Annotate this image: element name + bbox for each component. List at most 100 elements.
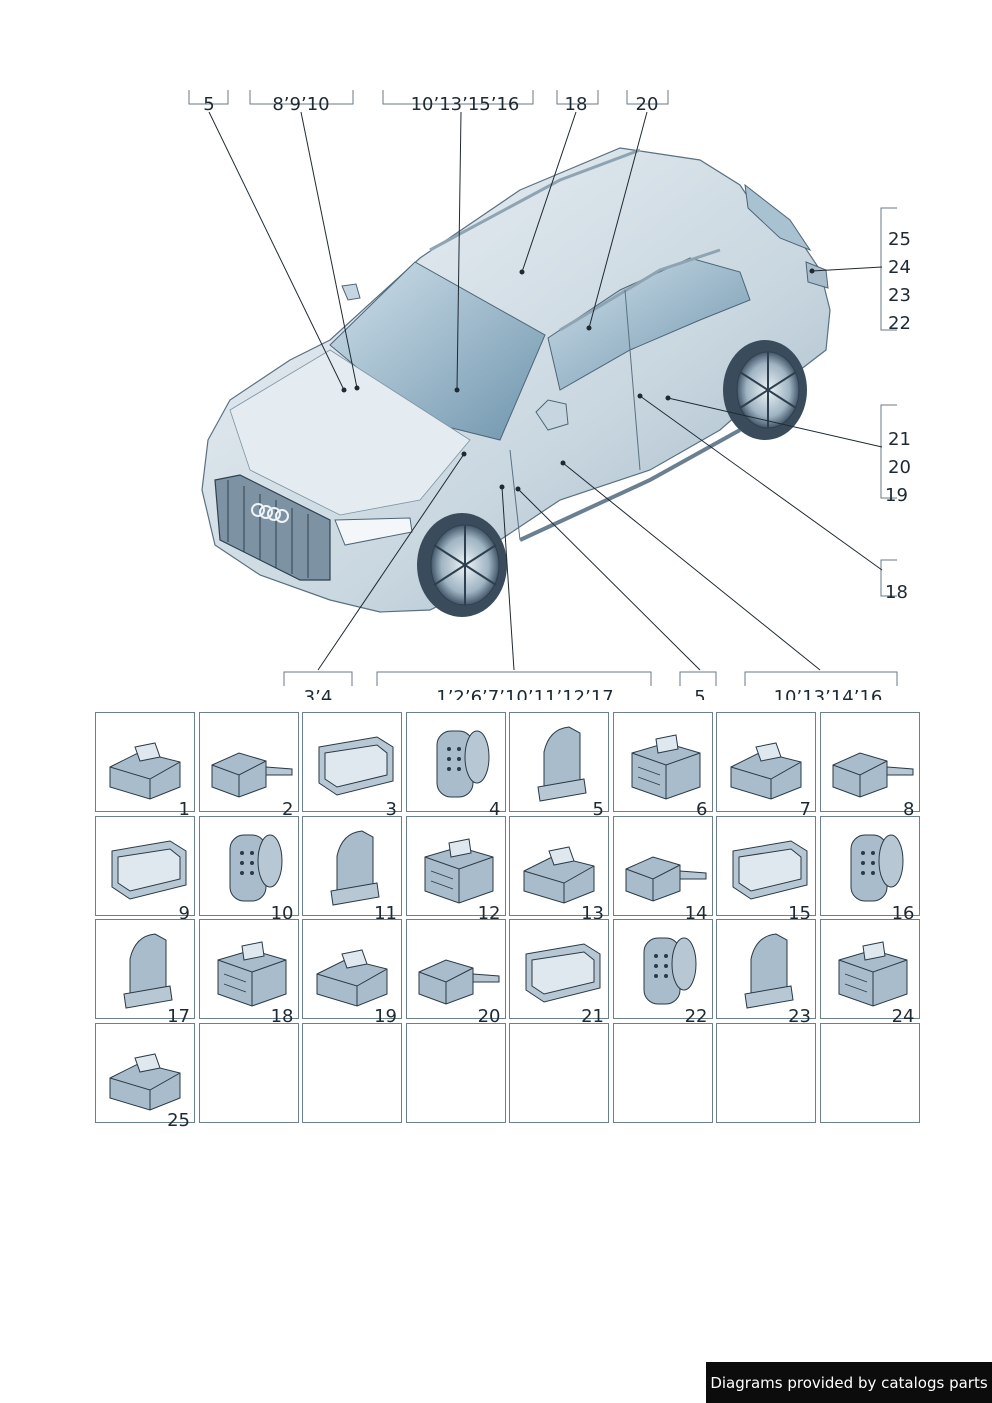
part-number: 19	[374, 1006, 397, 1027]
part-cell-20[interactable]: 20	[405, 919, 506, 1026]
part-number: 25	[167, 1109, 190, 1131]
part-cell-3[interactable]: 3	[302, 712, 402, 819]
connector-icon	[424, 837, 493, 904]
car-illustration	[201, 147, 831, 617]
part-cell-12[interactable]: 12	[405, 815, 506, 922]
callout-bottom-4: 10’13’14’16	[774, 687, 883, 700]
part-cell-14[interactable]: 14	[612, 815, 713, 922]
part-cell-22[interactable]: 22	[612, 919, 713, 1026]
callout-top-5: 20	[636, 94, 659, 115]
callout-bottom-3: 5	[694, 687, 705, 700]
part-number: 14	[684, 902, 708, 924]
right-callout-brackets	[880, 207, 897, 597]
part-number: 22	[684, 1006, 708, 1027]
connector-icon	[109, 742, 181, 800]
connector-icon	[111, 839, 187, 900]
part-number: 9	[178, 902, 190, 924]
connector-icon	[316, 949, 388, 1007]
empty-cell	[819, 1022, 920, 1123]
callout-top-4: 18	[565, 94, 588, 115]
connector-icon	[832, 752, 913, 798]
connector-icon	[523, 845, 595, 904]
part-cell-18[interactable]: 18	[198, 919, 299, 1026]
part-number: 7	[799, 799, 811, 820]
part-cell-7[interactable]: 7	[716, 712, 816, 819]
part-cell-15[interactable]: 15	[716, 815, 816, 922]
part-number: 11	[374, 902, 397, 924]
part-number: 21	[581, 1006, 604, 1027]
connector-icon	[330, 829, 380, 906]
part-cell-21[interactable]: 21	[509, 919, 609, 1026]
part-number: 16	[891, 902, 915, 924]
connector-icon	[850, 834, 903, 901]
part-cell-11[interactable]: 11	[302, 815, 402, 922]
callout-right-25: 25	[888, 229, 911, 250]
part-cell-24[interactable]: 24	[819, 919, 920, 1026]
callout-top-1: 5	[203, 94, 214, 115]
part-number: 20	[477, 1006, 501, 1027]
callout-right-23: 23	[888, 285, 911, 306]
callout-right-22: 22	[888, 313, 911, 334]
part-number: 5	[592, 799, 604, 820]
part-cell-17[interactable]: 17	[95, 919, 195, 1026]
part-cell-5[interactable]: 5	[509, 712, 609, 819]
part-number: 13	[581, 902, 604, 924]
part-number: 4	[489, 799, 501, 820]
part-number: 24	[891, 1006, 915, 1027]
part-number: 15	[788, 902, 811, 924]
part-number: 18	[270, 1006, 294, 1027]
part-cell-10[interactable]: 10	[198, 815, 299, 922]
parts-grid: 1 2 3 4 5 6 7 8 9 10 11 12	[95, 712, 921, 1129]
connector-icon	[318, 736, 394, 796]
part-cell-1[interactable]: 1	[95, 712, 195, 819]
empty-cell	[302, 1022, 402, 1123]
empty-cell	[405, 1022, 506, 1123]
part-cell-19[interactable]: 19	[302, 919, 402, 1026]
part-cell-2[interactable]: 2	[198, 712, 299, 819]
connector-icon	[211, 752, 292, 798]
callout-top-2: 8’9’10	[272, 94, 329, 115]
part-cell-23[interactable]: 23	[716, 919, 816, 1026]
part-cell-13[interactable]: 13	[509, 815, 609, 922]
empty-cell	[198, 1022, 299, 1123]
part-number: 10	[270, 902, 294, 924]
connector-icon	[838, 941, 907, 1007]
callout-right-24: 24	[888, 257, 911, 278]
empty-cell	[716, 1022, 816, 1123]
connector-icon	[436, 730, 489, 798]
part-cell-25[interactable]: 25	[95, 1022, 195, 1129]
callout-top-3: 10’13’15’16	[411, 94, 520, 115]
empty-cell	[612, 1022, 713, 1123]
part-number: 8	[903, 799, 915, 820]
connector-icon	[730, 742, 802, 800]
part-cell-8[interactable]: 8	[819, 712, 920, 819]
top-callout-brackets	[188, 90, 669, 105]
callout-right-19: 19	[885, 485, 908, 506]
callout-bottom-2: 1’2’6’7’10’11’12’17	[436, 687, 613, 700]
part-cell-9[interactable]: 9	[95, 815, 195, 922]
callout-right-18: 18	[885, 582, 908, 603]
connector-icon	[525, 943, 601, 1003]
connector-icon	[744, 933, 794, 1009]
callout-bottom-1: 3’4	[304, 687, 333, 700]
empty-cell	[509, 1022, 609, 1123]
part-number: 12	[477, 902, 501, 924]
part-number: 6	[696, 799, 708, 820]
footer-credit: Diagrams provided by catalogs parts	[706, 1362, 992, 1403]
part-number: 1	[178, 799, 190, 820]
part-number: 3	[385, 799, 397, 820]
connector-icon	[631, 734, 700, 800]
callout-right-20: 20	[888, 457, 911, 478]
leader-dots	[341, 268, 815, 492]
part-cell-16[interactable]: 16	[819, 815, 920, 922]
connector-icon	[418, 959, 499, 1005]
part-number: 17	[167, 1006, 190, 1027]
connector-icon	[625, 855, 706, 902]
part-number: 23	[788, 1006, 811, 1027]
part-number: 2	[282, 799, 294, 820]
part-cell-6[interactable]: 6	[612, 712, 713, 819]
part-cell-4[interactable]: 4	[405, 712, 506, 819]
leader-lines	[208, 111, 883, 671]
connector-icon	[217, 941, 286, 1007]
bottom-callout-brackets	[283, 671, 898, 686]
